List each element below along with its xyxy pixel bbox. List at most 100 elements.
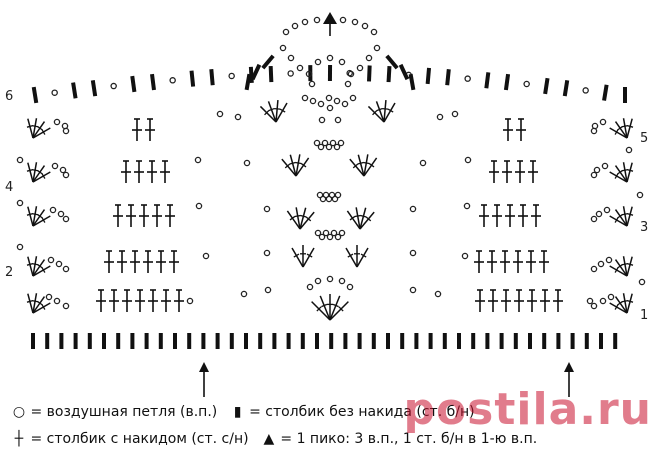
pineapple-upper-fan xyxy=(359,207,367,230)
double-crochet xyxy=(531,204,541,227)
single-crochet xyxy=(408,73,416,91)
single-crochet xyxy=(398,63,410,81)
chain-stitch xyxy=(186,297,194,305)
chain-stitch xyxy=(305,70,313,78)
picot-icon: ▲ xyxy=(263,431,275,447)
single-crochet-icon: ▮ xyxy=(233,404,242,420)
chain-stitch xyxy=(590,302,598,310)
single-crochet xyxy=(215,333,220,349)
double-crochet xyxy=(526,250,536,273)
single-crochet xyxy=(425,67,432,85)
chain-stitch xyxy=(436,113,444,121)
single-crochet xyxy=(386,333,390,349)
edge-fan-right xyxy=(614,259,628,277)
edge-fan-right-bar xyxy=(614,267,619,273)
chain-stitch xyxy=(434,290,442,298)
double-crochet xyxy=(502,160,512,183)
pineapple-base-fan-bar xyxy=(338,306,344,312)
chain-stitch xyxy=(314,229,322,237)
chain-stitch xyxy=(57,210,65,218)
pineapple-upper-fan xyxy=(359,211,375,230)
chain-stitch xyxy=(346,283,354,291)
pineapple-crown-fan-bar xyxy=(279,108,286,113)
edge-fan-left xyxy=(27,162,34,183)
chain-stitch xyxy=(282,28,290,36)
edge-fan-right-bar xyxy=(614,304,619,310)
chain-stitch xyxy=(464,156,472,164)
single-crochet xyxy=(150,73,156,91)
pineapple-mid-fan-bar xyxy=(347,253,354,258)
single-crochet xyxy=(31,86,39,104)
chain-stitch xyxy=(313,16,321,24)
chain-stitch xyxy=(263,249,271,257)
chain-stitch xyxy=(317,100,325,108)
edge-fan-left-bar xyxy=(32,169,39,172)
pineapple-mid-fan xyxy=(345,247,358,268)
edge-fan-left xyxy=(32,118,38,139)
edge-fan-left xyxy=(32,209,46,227)
single-crochet xyxy=(414,333,419,349)
row-number-5: 5 xyxy=(640,131,649,146)
row-number-2: 2 xyxy=(5,265,14,280)
chain-stitch xyxy=(328,191,336,199)
chain-stitch xyxy=(325,143,333,151)
double-crochet xyxy=(501,289,511,312)
single-crochet xyxy=(130,75,137,93)
chain-stitch xyxy=(45,293,53,301)
watermark-text: postila.ru xyxy=(403,384,652,435)
chain-stitch xyxy=(62,171,70,179)
edge-fan-right xyxy=(609,265,628,277)
edge-fan-left xyxy=(32,265,51,277)
chain-stitch xyxy=(595,210,603,218)
single-crochet xyxy=(562,79,570,97)
edge-fan-left-bar xyxy=(32,125,39,128)
chain-stitch xyxy=(597,260,605,268)
edge-fan-left-bar xyxy=(37,125,43,131)
chain-stitch xyxy=(62,302,70,310)
double-crochet xyxy=(126,204,136,227)
single-crochet xyxy=(584,333,589,349)
chain-stitch xyxy=(590,215,598,223)
double-crochet xyxy=(147,160,157,183)
edge-fan-right-bar xyxy=(621,263,628,266)
arrow-head-icon xyxy=(564,362,574,372)
chain-stitch xyxy=(590,171,598,179)
chain-stitch xyxy=(599,297,607,305)
chain-stitch xyxy=(234,113,242,121)
chain-stitch xyxy=(409,205,417,213)
chain-stitch xyxy=(306,283,314,291)
pineapple-crown-fan xyxy=(375,101,385,123)
pineapple-top-fan-bar xyxy=(289,161,296,165)
chain-stitch xyxy=(16,156,24,164)
edge-fan-right-bar xyxy=(617,263,623,269)
double-crochet xyxy=(104,250,114,273)
chain-stitch xyxy=(296,64,304,72)
pineapple-top-fan xyxy=(357,154,365,177)
chain-stitch xyxy=(582,87,589,94)
chain-stitch xyxy=(523,80,530,88)
single-crochet xyxy=(543,77,550,95)
chain-stitch xyxy=(338,229,346,237)
single-crochet xyxy=(457,333,461,349)
single-crochet xyxy=(329,333,334,349)
edge-fan-left xyxy=(32,293,38,314)
chain-stitch xyxy=(53,118,61,126)
edge-fan-right-bar xyxy=(617,125,623,131)
single-crochet xyxy=(602,84,609,101)
edge-fan-left xyxy=(27,256,34,277)
chain-stitch xyxy=(321,139,329,147)
legend-sc-text: = столбик без накида (ст. б/н) xyxy=(249,404,475,420)
single-crochet xyxy=(261,54,275,70)
pineapple-upper-fan xyxy=(346,210,361,230)
double-crochet xyxy=(174,289,184,312)
chain-stitch xyxy=(334,191,342,199)
single-crochet xyxy=(471,333,476,349)
pineapple-crown-fan xyxy=(267,101,277,123)
row-number-3: 3 xyxy=(640,220,649,235)
single-crochet xyxy=(400,333,405,349)
single-crochet xyxy=(386,65,392,83)
single-crochet xyxy=(201,333,206,349)
chain-stitch xyxy=(339,16,347,24)
chain-stitch-icon: ○ xyxy=(12,404,26,420)
chain-stitch xyxy=(607,293,615,301)
